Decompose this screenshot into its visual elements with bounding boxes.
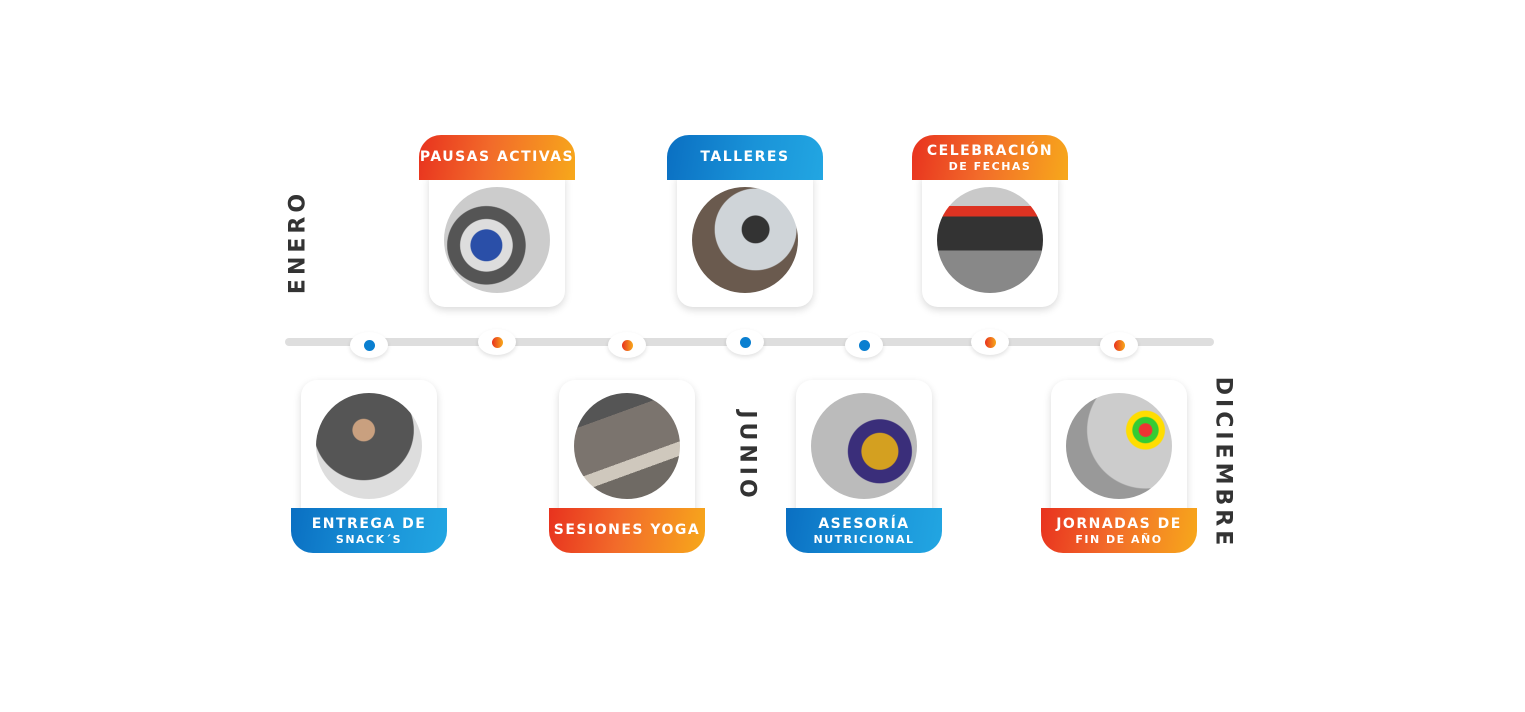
event-title-banner: ASESORÍA NUTRICIONAL (786, 508, 942, 553)
event-title-banner: TALLERES (667, 135, 823, 180)
event-card (922, 175, 1058, 307)
event-subtitle: NUTRICIONAL (813, 532, 915, 546)
group-photo-pausas-activas (444, 187, 550, 293)
chile-flag-group-photo (937, 187, 1043, 293)
event-card (429, 175, 565, 307)
year-end-games-photo (1066, 393, 1172, 499)
timeline-dot (739, 336, 751, 348)
event-card (677, 175, 813, 307)
month-label-middle: JUNIO (734, 410, 760, 502)
timeline-dot (491, 336, 503, 348)
event-card (1051, 380, 1187, 512)
event-card (796, 380, 932, 512)
event-card (301, 380, 437, 512)
event-title: SESIONES YOGA (553, 522, 701, 538)
event-subtitle: SNACK´S (335, 532, 403, 546)
event-title: TALLERES (700, 149, 790, 165)
timeline-dot (363, 339, 375, 351)
nutrition-consult-photo (811, 393, 917, 499)
event-title-banner: CELEBRACIÓN DE FECHAS (912, 135, 1068, 180)
event-subtitle: FIN DE AÑO (1075, 532, 1163, 546)
event-title: ENTREGA DE (311, 515, 427, 532)
event-title: JORNADAS DE (1056, 515, 1182, 532)
event-title-banner: SESIONES YOGA (549, 508, 705, 553)
event-title: ASESORÍA (818, 515, 910, 532)
event-title: PAUSAS ACTIVAS (419, 149, 575, 165)
event-title-banner: JORNADAS DE FIN DE AÑO (1041, 508, 1197, 553)
event-title-banner: PAUSAS ACTIVAS (419, 135, 575, 180)
timeline-dot (858, 339, 870, 351)
woman-with-snacks-photo (316, 393, 422, 499)
month-label-end: DICIEMBRE (1210, 376, 1236, 550)
yoga-floor-photo (574, 393, 680, 499)
event-subtitle: DE FECHAS (948, 159, 1032, 173)
meeting-room-photo (692, 187, 798, 293)
timeline-dot (984, 336, 996, 348)
event-title: CELEBRACIÓN (926, 142, 1054, 159)
timeline-dot (1113, 339, 1125, 351)
timeline-dot (621, 339, 633, 351)
month-label-start: ENERO (285, 189, 311, 295)
event-card (559, 380, 695, 512)
event-title-banner: ENTREGA DE SNACK´S (291, 508, 447, 553)
